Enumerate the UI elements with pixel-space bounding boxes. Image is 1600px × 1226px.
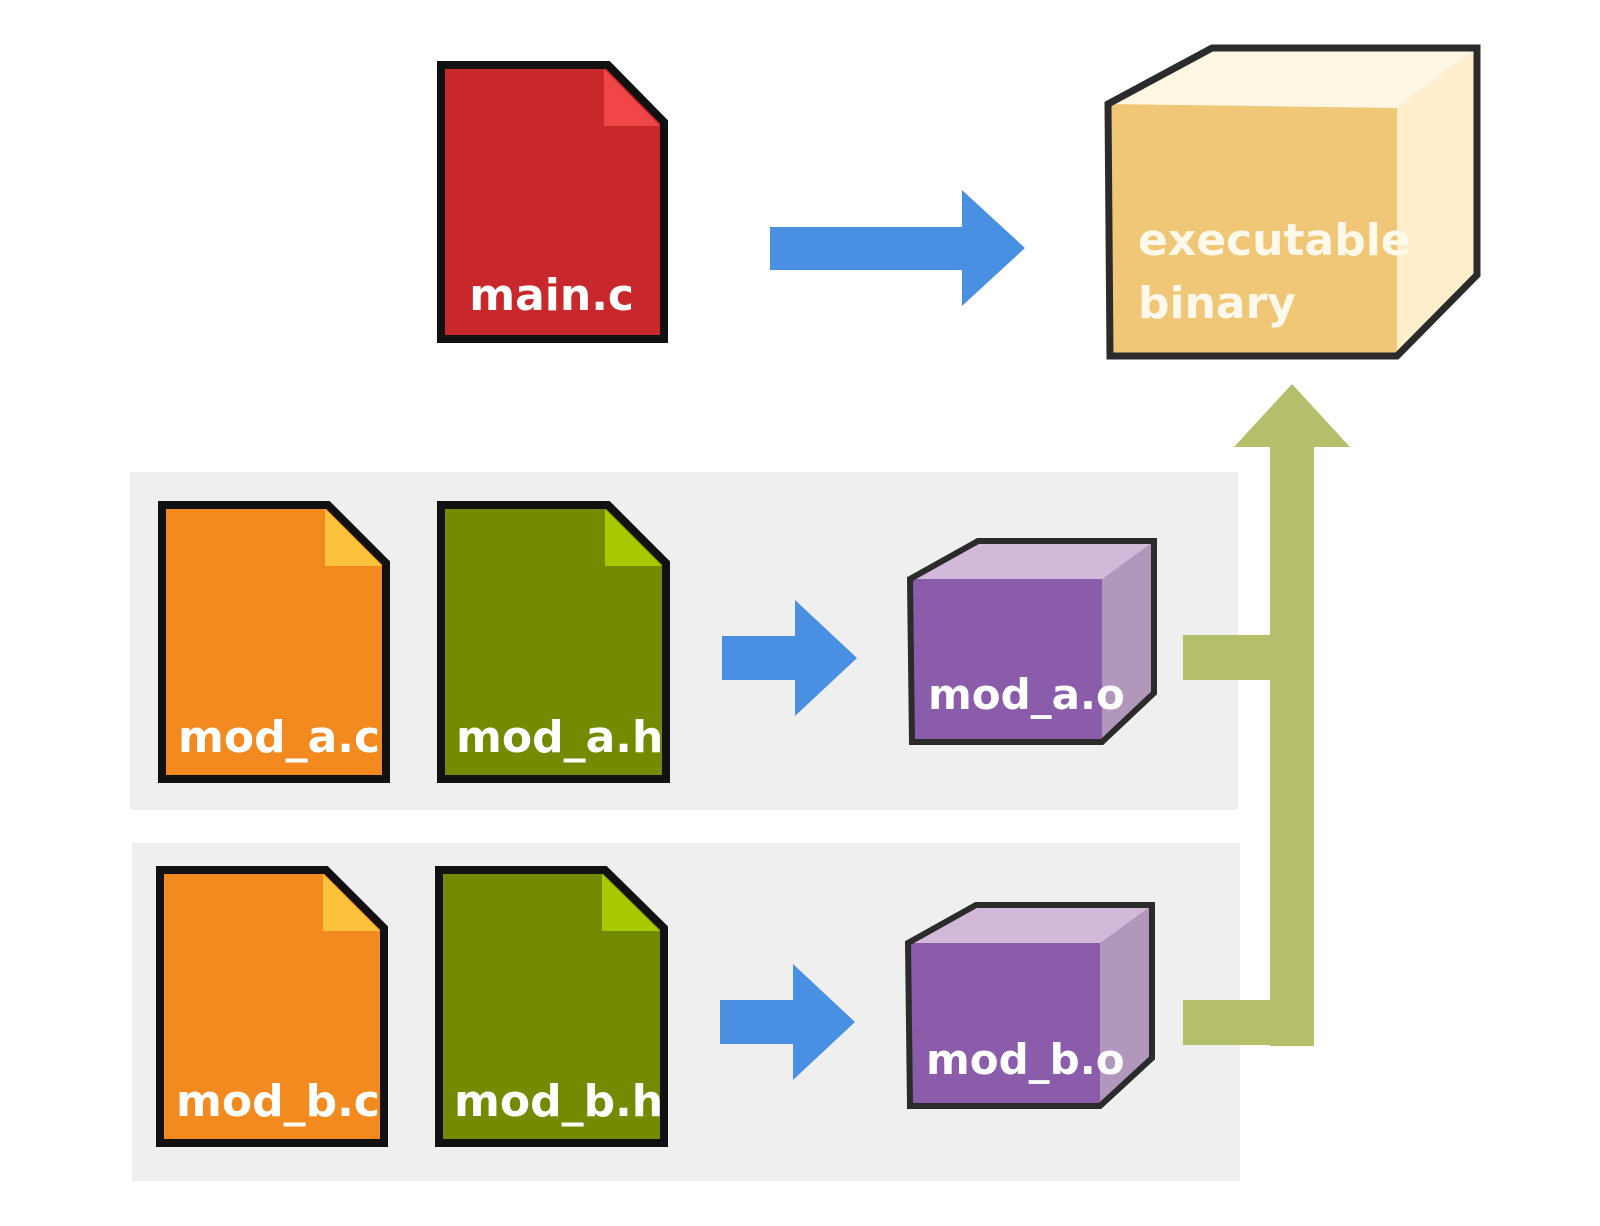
- compile-arrow-mod-a: [722, 600, 857, 716]
- mod-b-o-cube-icon: mod_b.o: [904, 902, 1155, 1109]
- executable-binary-cube-icon: executable binary: [1104, 44, 1481, 360]
- mod-b-o-label: mod_b.o: [926, 1035, 1125, 1084]
- main-c-file-icon: main.c: [437, 61, 668, 343]
- executable-binary-label-line1: executable: [1138, 215, 1411, 266]
- compile-arrow-mod-b: [720, 964, 855, 1080]
- mod-b-c-label: mod_b.c: [176, 1076, 380, 1127]
- mod-b-h-label: mod_b.h: [454, 1076, 663, 1127]
- main-c-label: main.c: [469, 270, 634, 321]
- compile-arrow-main: [770, 190, 1025, 306]
- mod-a-c-file-icon: mod_a.c: [158, 501, 390, 783]
- mod-b-c-file-icon: mod_b.c: [156, 866, 388, 1147]
- mod-a-o-label: mod_a.o: [928, 670, 1125, 719]
- executable-binary-label-line2: binary: [1138, 278, 1296, 329]
- mod-a-h-label: mod_a.h: [456, 712, 663, 763]
- mod-a-h-file-icon: mod_a.h: [437, 501, 670, 783]
- mod-a-c-label: mod_a.c: [178, 712, 380, 763]
- mod-a-o-cube-icon: mod_a.o: [906, 538, 1157, 745]
- link-arrow: [1183, 384, 1350, 1046]
- mod-b-h-file-icon: mod_b.h: [435, 866, 668, 1147]
